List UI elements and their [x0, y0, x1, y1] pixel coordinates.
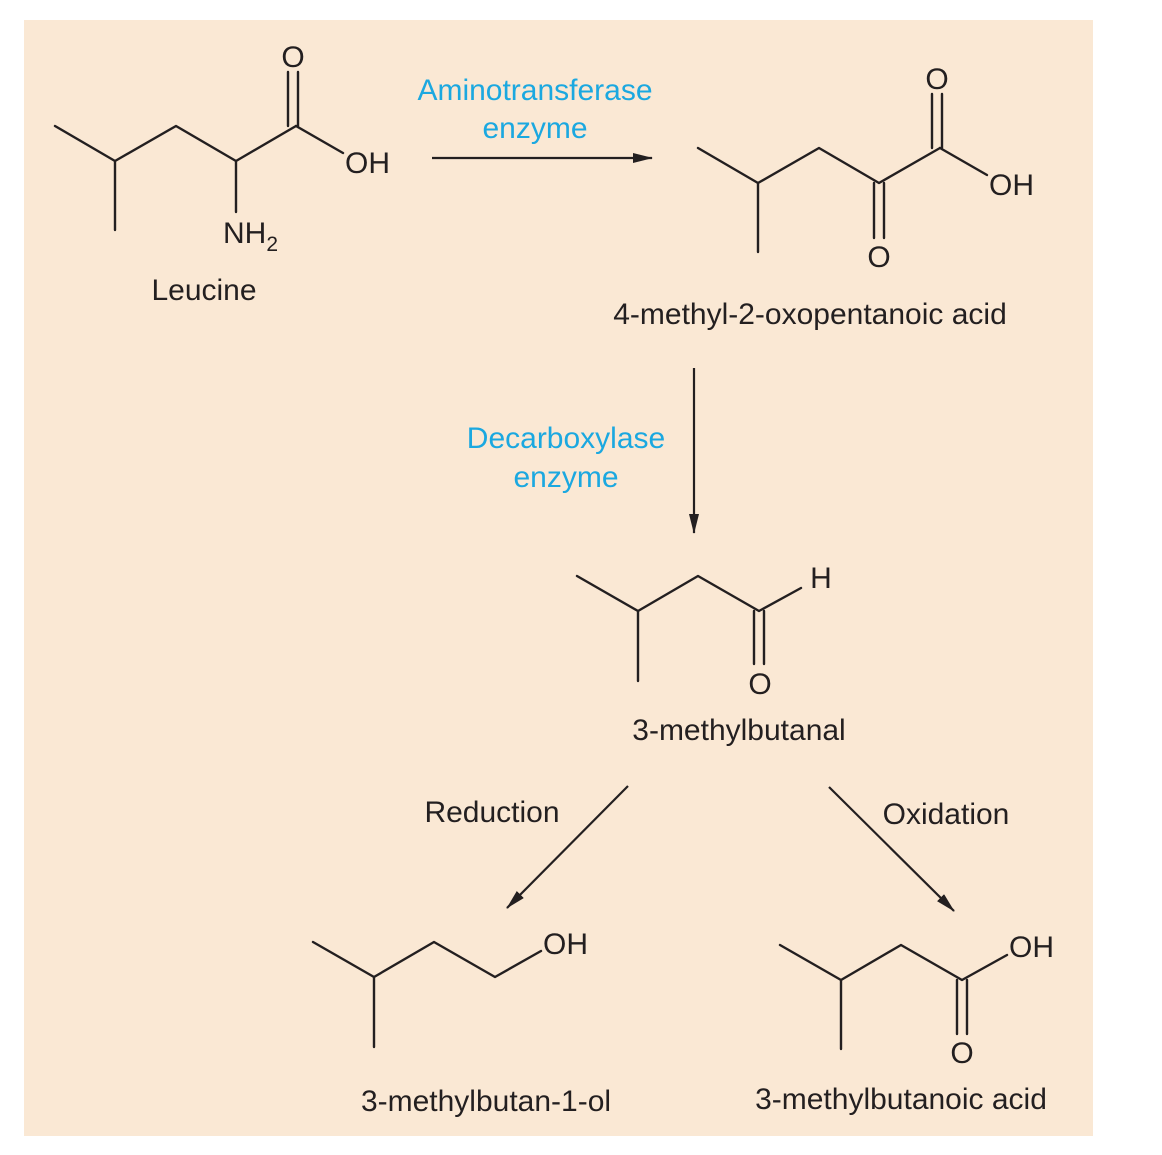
aldehyde-carbonyl-oxygen: O: [748, 668, 771, 701]
leucine-carbonyl-oxygen: O: [281, 41, 304, 74]
oxo-acid-chain-bond: [696, 146, 942, 185]
aminotransferase-label-line2: enzyme: [482, 112, 587, 145]
aminotransferase-label-line1: Aminotransferase: [417, 74, 652, 107]
acid-structure: OH O 3-methylbutanoic acid: [755, 931, 1054, 1116]
decarboxylase-label-line1: Decarboxylase: [467, 422, 665, 455]
panel-background: [24, 20, 1093, 1136]
leucine-hydroxyl-label: OH: [345, 147, 390, 180]
acid-name: 3-methylbutanoic acid: [755, 1083, 1047, 1116]
acid-carbonyl-oxygen: O: [950, 1037, 973, 1070]
leucine-chain-bond: [53, 124, 298, 163]
leucine-amine-n: NH: [223, 217, 266, 250]
acid-chain-bond: [778, 943, 1009, 982]
aldehyde-name: 3-methylbutanal: [632, 714, 845, 747]
aldehyde-chain-bond: [575, 574, 803, 613]
oxo-acid-name: 4-methyl-2-oxopentanoic acid: [613, 298, 1007, 331]
reduction-arrow: [506, 785, 629, 909]
oxo-acid-structure: O OH O 4-methyl-2-oxopentanoic acid: [613, 63, 1034, 331]
alcohol-structure: OH 3-methylbutan-1-ol: [311, 928, 611, 1118]
leucine-structure: O OH NH2 Leucine: [53, 41, 390, 307]
reduction-label: Reduction: [424, 796, 559, 829]
leucine-name: Leucine: [151, 274, 256, 307]
alcohol-hydroxyl-label: OH: [543, 928, 588, 961]
leucine-amine-subscript: 2: [266, 233, 278, 256]
oxo-acid-hydroxyl-label: OH: [989, 169, 1034, 202]
oxo-acid-carbonyl-oxygen: O: [925, 63, 948, 96]
aldehyde-structure: H O 3-methylbutanal: [575, 562, 846, 747]
leucine-hydroxyl-bond: [294, 124, 345, 155]
alcohol-chain-bond: [311, 940, 543, 979]
oxidation-label: Oxidation: [883, 798, 1010, 831]
aldehyde-hydrogen: H: [810, 562, 832, 595]
oxo-acid-keto-oxygen: O: [867, 241, 890, 274]
acid-hydroxyl-label: OH: [1009, 931, 1054, 964]
decarboxylase-label-line2: enzyme: [513, 461, 618, 494]
alcohol-name: 3-methylbutan-1-ol: [361, 1085, 611, 1118]
leucine-amine-label: NH2: [223, 217, 278, 256]
oxo-acid-hydroxyl-bond: [938, 146, 989, 177]
oxidation-arrow: [828, 786, 955, 912]
